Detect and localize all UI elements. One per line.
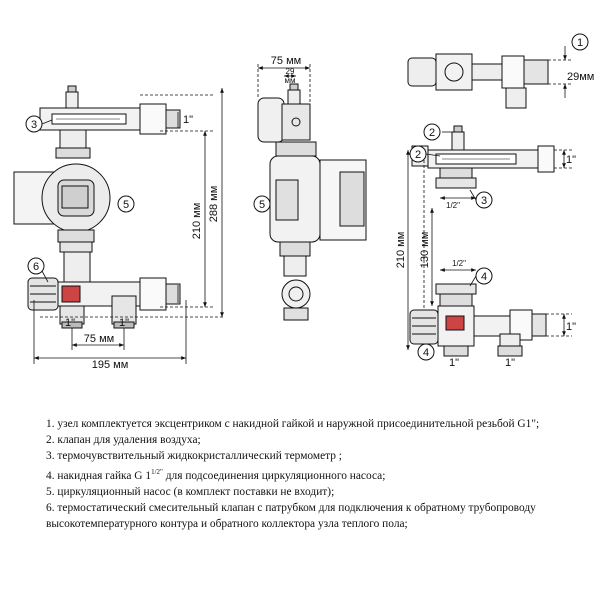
front-thread-right: 1" <box>119 317 129 329</box>
right-top-dimensions <box>548 46 572 98</box>
front-dimensions <box>33 88 225 364</box>
side-dimensions <box>257 64 311 104</box>
right-middle-dimensions <box>440 149 572 200</box>
front-view <box>13 85 181 329</box>
svg-text:3: 3 <box>31 119 37 131</box>
right-bottom-view <box>409 283 547 357</box>
right-thread-top: 1" <box>566 154 576 166</box>
side-view <box>257 83 367 321</box>
svg-text:5: 5 <box>259 199 265 211</box>
right-inner-height-label: 130 мм <box>419 232 431 269</box>
right-thread-half-2: 1/2" <box>452 259 466 268</box>
legend-item-5: 5. циркуляционный насос (в комплект пост… <box>46 485 335 498</box>
front-pitch-label: 75 мм <box>84 333 114 345</box>
front-callouts: 3 5 6 <box>25 115 135 283</box>
side-offset-unit: мм <box>285 76 296 85</box>
legend: 1. узел комплектуется эксцентриком с нак… <box>28 416 588 532</box>
svg-text:6: 6 <box>33 261 39 273</box>
right-bottom-dimensions <box>406 150 572 350</box>
front-thread-side: 1" <box>183 114 193 126</box>
right-top-view <box>407 53 549 109</box>
svg-text:2: 2 <box>429 127 435 139</box>
front-width-label: 195 мм <box>92 359 129 371</box>
right-thread-bottom-right: 1" <box>505 357 515 369</box>
right-callouts: 1 2 2 3 4 4 <box>409 33 589 361</box>
right-thread-side: 1" <box>566 321 576 333</box>
front-height-label: 210 мм <box>191 203 203 240</box>
side-offset-value: 29 <box>286 67 295 76</box>
svg-text:4: 4 <box>423 347 429 359</box>
front-total-height-label: 288 мм <box>208 186 220 223</box>
legend-item-3: 3. термочувствительный жидкокристалличес… <box>46 450 342 462</box>
svg-text:3: 3 <box>481 195 487 207</box>
right-height-label: 210 мм <box>395 232 407 269</box>
legend-item-2: 2. клапан для удаления воздуха; <box>46 434 201 446</box>
legend-item-6: 6. термостатический смесительный клапан … <box>46 501 536 530</box>
technical-drawing: 210 мм 288 мм 75 мм 195 мм 1" 1" 1" 3 5 … <box>13 33 594 371</box>
svg-text:2: 2 <box>415 149 421 161</box>
right-thread-bottom-left: 1" <box>449 357 459 369</box>
side-callouts: 5 <box>253 195 271 213</box>
side-width-label: 75 мм <box>271 55 301 67</box>
legend-item-4: 4. накидная гайка G 11/2" для подсоедине… <box>46 468 386 482</box>
right-top-offset-label: 29мм <box>567 71 594 83</box>
svg-text:4: 4 <box>481 271 487 283</box>
svg-text:5: 5 <box>123 199 129 211</box>
front-thread-left: 1" <box>65 317 75 329</box>
legend-item-1: 1. узел комплектуется эксцентриком с нак… <box>46 418 540 430</box>
right-middle-view <box>411 125 555 189</box>
svg-text:1: 1 <box>577 37 583 49</box>
right-thread-half: 1/2" <box>446 201 460 210</box>
